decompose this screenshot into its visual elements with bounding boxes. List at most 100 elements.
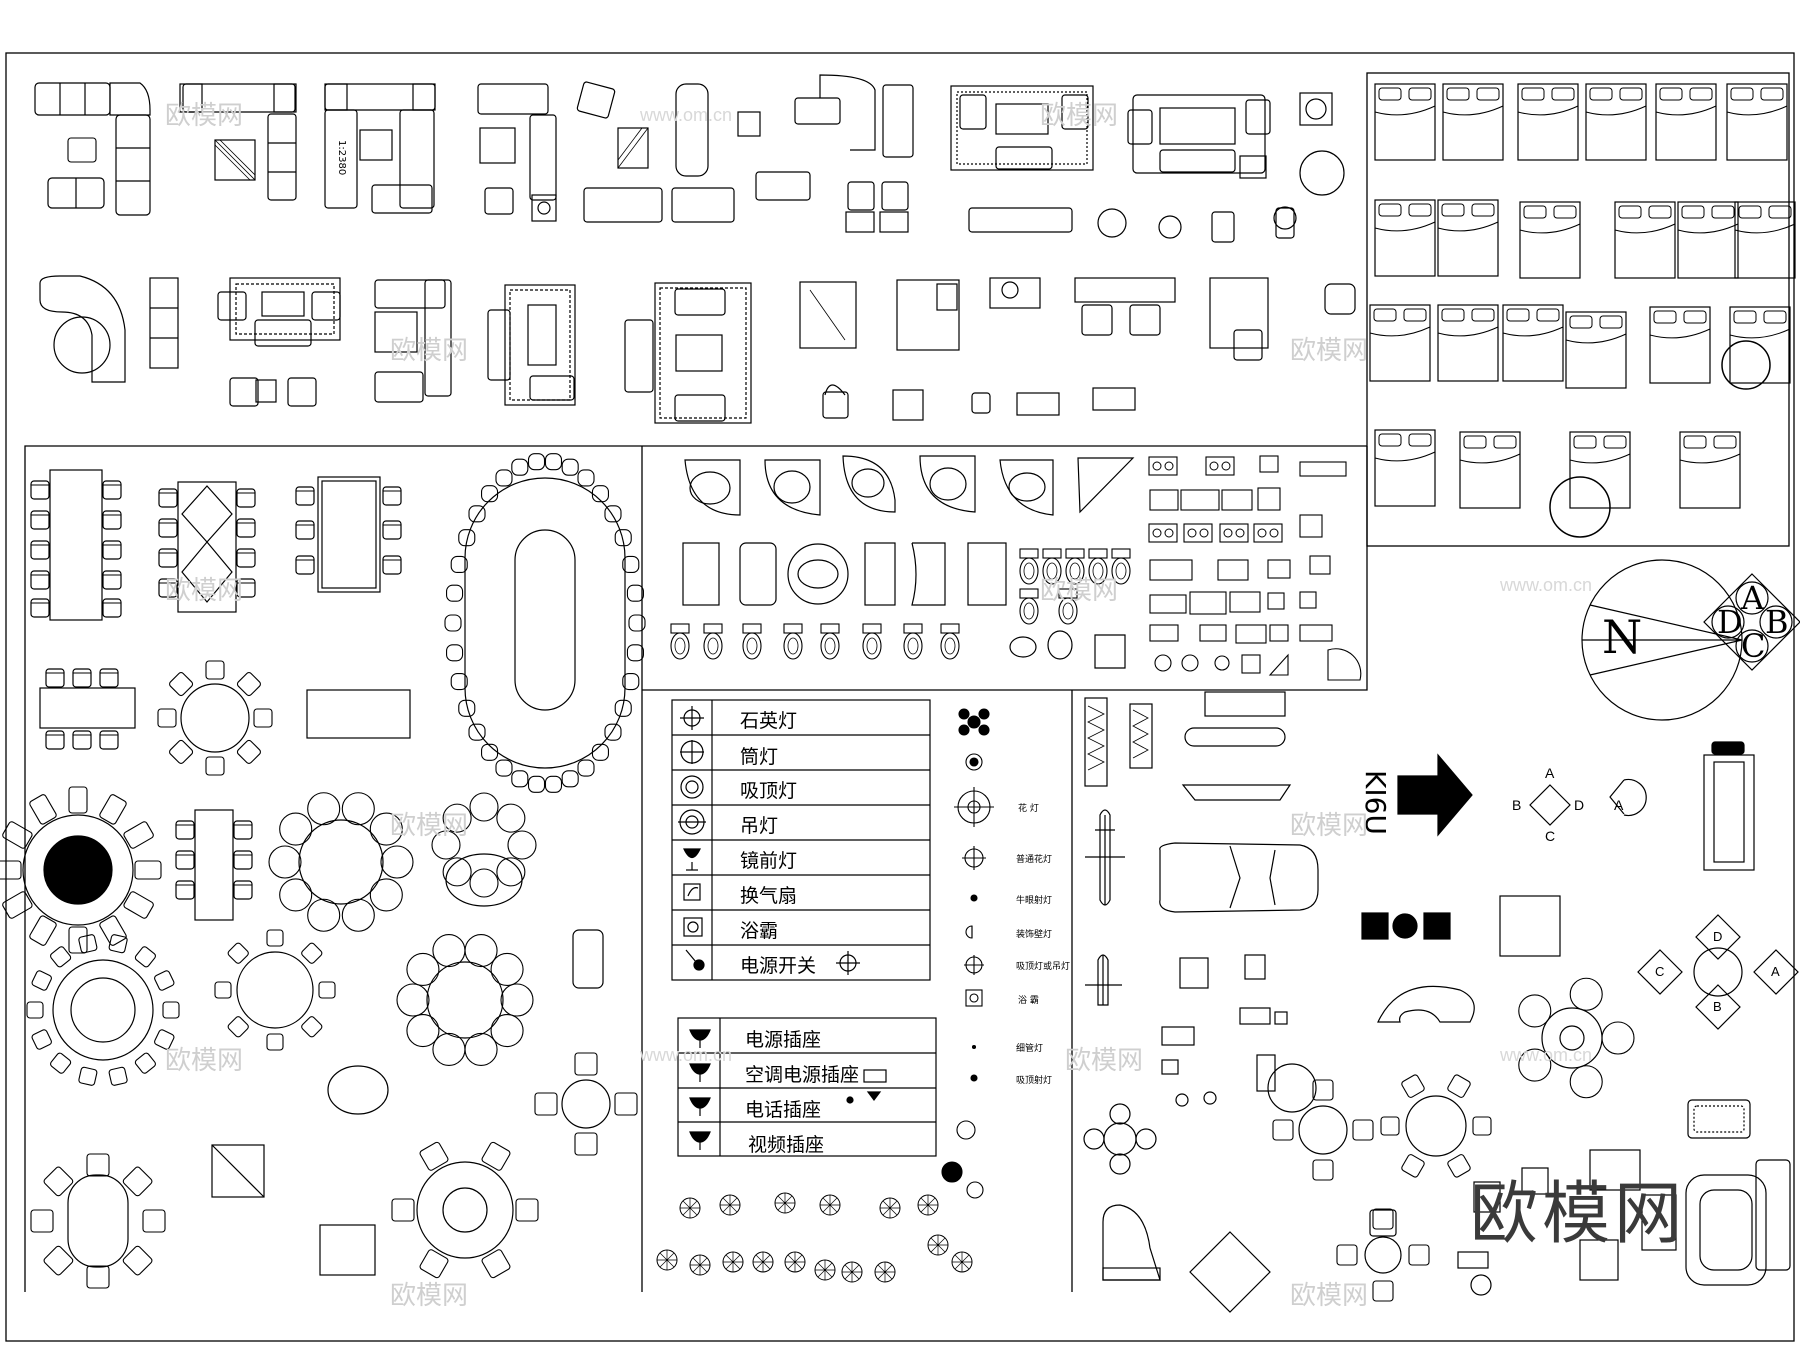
thin-tube-lamp-icon: [971, 1044, 977, 1050]
beds: [1369, 83, 1796, 538]
chair: [31, 970, 52, 991]
watermark-8: 欧模网: [1290, 811, 1369, 841]
bullseye-spotlight-icon: [970, 894, 978, 902]
flower-lamp-icon: [958, 708, 990, 736]
dining-tables: [22, 469, 626, 1276]
chair: [481, 1249, 511, 1279]
ordinary-flower-lamp-icon: [962, 846, 986, 870]
chair: [341, 792, 375, 826]
chair: [626, 584, 644, 602]
chair: [496, 803, 526, 833]
misc-round-table-chairs: [1272, 977, 1635, 1302]
chair: [1336, 1244, 1358, 1266]
chair: [169, 672, 194, 697]
chair: [574, 1052, 598, 1076]
fixture-label-ceiling-spot: 吸顶射灯: [1016, 1076, 1053, 1086]
chair: [50, 946, 72, 968]
chair: [561, 458, 579, 476]
chair: [511, 770, 529, 788]
watermark-5: 欧模网: [165, 576, 244, 606]
chair: [307, 792, 341, 826]
chair: [253, 708, 273, 728]
chair: [0, 860, 22, 880]
section-letter-top: A: [1545, 765, 1555, 781]
chair: [369, 878, 403, 912]
chair: [527, 453, 546, 471]
chair: [134, 860, 162, 880]
chair: [43, 1245, 74, 1276]
chair: [1408, 1244, 1430, 1266]
chair: [469, 792, 499, 822]
chair: [268, 845, 302, 879]
chair: [574, 1132, 598, 1156]
chair: [318, 981, 336, 999]
chair: [544, 453, 563, 471]
chair: [432, 933, 466, 968]
chair: [134, 1052, 156, 1074]
chair: [123, 891, 154, 919]
diamond-letter-left: D: [1717, 603, 1743, 641]
chair: [142, 1209, 166, 1233]
legend-label-power-switch: 电源开关: [740, 955, 817, 977]
watermark-6: 欧模网: [1040, 576, 1119, 606]
chair: [622, 555, 640, 574]
circle-marker-right: A: [1771, 964, 1780, 979]
chair: [86, 1153, 110, 1177]
sofa-scale-note: 1:2380: [336, 140, 347, 176]
plant-symbols: [656, 1192, 973, 1283]
piano-block: [1102, 1204, 1161, 1281]
chair: [214, 981, 232, 999]
chair: [29, 915, 57, 946]
chair: [561, 770, 579, 788]
watermark-7: 欧模网: [390, 811, 469, 841]
watermark-4: 欧模网: [1290, 336, 1369, 366]
chair: [162, 1001, 180, 1019]
misc-blocks: [1083, 559, 1800, 1313]
watermark-3: 欧模网: [390, 336, 469, 366]
chair: [86, 1265, 110, 1289]
chair: [122, 1166, 153, 1197]
chair: [157, 708, 177, 728]
chair: [604, 505, 622, 523]
chair: [626, 644, 644, 662]
fixture-label-bullseye: 牛眼射灯: [1016, 896, 1053, 906]
chair: [154, 1029, 175, 1050]
north-arrow: [1397, 753, 1473, 837]
chair: [266, 1033, 284, 1051]
watermark-12: 欧模网: [1290, 1281, 1369, 1311]
chair: [500, 983, 534, 1017]
chair: [490, 952, 524, 986]
chair: [419, 1141, 449, 1171]
chair: [515, 1198, 539, 1222]
chair: [78, 1066, 98, 1086]
chair: [1372, 1208, 1394, 1230]
mirror-lamp-icon: [683, 848, 701, 871]
chair: [450, 672, 468, 691]
chair: [1372, 1280, 1394, 1302]
chair: [1518, 1048, 1552, 1082]
chair: [464, 933, 498, 968]
chair: [534, 1092, 558, 1116]
chair: [614, 529, 632, 547]
diamond-letter-bottom: C: [1741, 627, 1766, 665]
section-letter-left: B: [1512, 797, 1522, 813]
chair: [577, 469, 595, 487]
chair: [527, 775, 546, 793]
chair: [301, 942, 323, 964]
chair: [122, 1245, 153, 1276]
ceiling-spotlight-icon: [970, 1074, 978, 1082]
legend-label-power-socket: 电源插座: [745, 1029, 822, 1051]
sheet-frame: [5, 52, 1795, 1342]
chair: [154, 970, 175, 991]
chair: [1518, 994, 1552, 1028]
legend-label-mirror-lamp: 镜前灯: [740, 850, 798, 872]
chair: [591, 485, 609, 503]
chair: [419, 1249, 449, 1279]
chair: [227, 1016, 249, 1038]
chair: [1569, 1065, 1603, 1099]
chair: [1472, 1116, 1492, 1136]
chair: [1569, 977, 1603, 1011]
ac-socket-icon: [689, 1063, 887, 1083]
downlight-icon: [680, 740, 704, 764]
